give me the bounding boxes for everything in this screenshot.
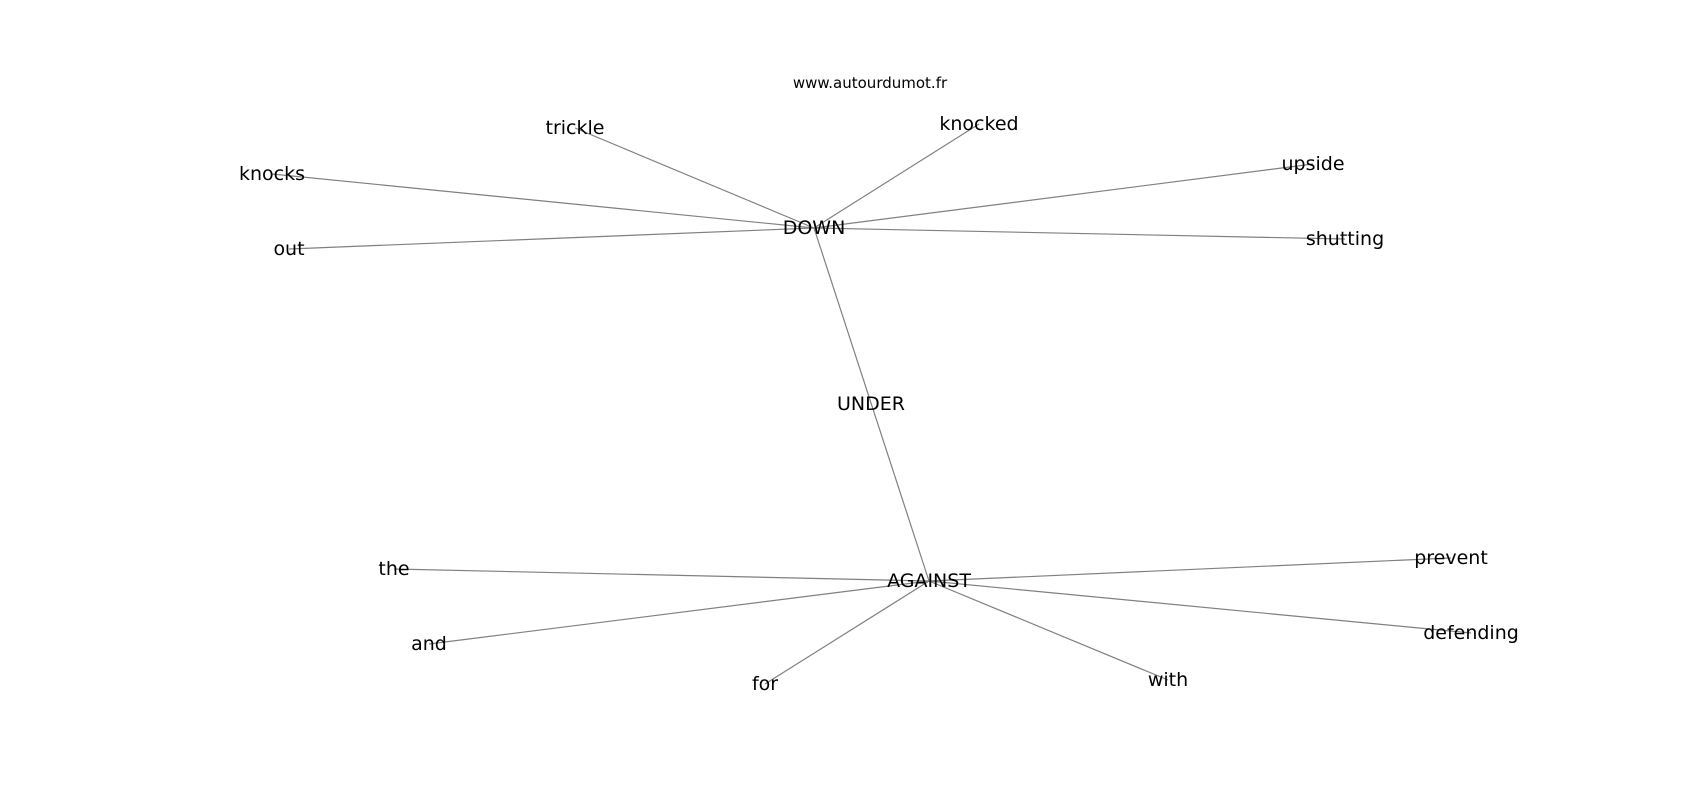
edge-down-knocks — [271, 173, 815, 229]
edge-down-trickle — [574, 127, 815, 229]
edge-against-prevent — [928, 557, 1452, 582]
edge-down-against — [813, 227, 930, 582]
node-prevent[interactable]: prevent — [1414, 547, 1488, 569]
edge-against-for — [764, 580, 930, 685]
node-out[interactable]: out — [273, 238, 304, 260]
node-for[interactable]: for — [752, 673, 778, 695]
node-defending[interactable]: defending — [1423, 622, 1519, 644]
node-trickle[interactable]: trickle — [546, 117, 605, 139]
node-shutting[interactable]: shutting — [1306, 228, 1384, 250]
node-down[interactable]: DOWN — [783, 217, 846, 239]
node-under[interactable]: UNDER — [837, 393, 905, 415]
node-knocked[interactable]: knocked — [939, 113, 1018, 135]
node-the[interactable]: the — [378, 558, 409, 580]
edge-down-knocked — [813, 123, 980, 229]
edge-down-out — [288, 227, 815, 250]
edge-against-and — [428, 580, 930, 645]
nodes-layer: DOWN UNDER AGAINST trickle knocked knocks upsi… — [239, 113, 1519, 695]
edge-down-shutting — [813, 227, 1346, 240]
site-watermark: www.autourdumot.fr — [792, 74, 948, 92]
edges-layer — [271, 123, 1472, 685]
node-against[interactable]: AGAINST — [887, 570, 971, 592]
node-upside[interactable]: upside — [1281, 153, 1344, 175]
edge-against-the — [393, 568, 930, 582]
node-knocks[interactable]: knocks — [239, 163, 305, 185]
node-with[interactable]: with — [1148, 669, 1188, 691]
node-and[interactable]: and — [411, 633, 447, 655]
edge-down-upside — [813, 163, 1314, 229]
edge-against-with — [928, 580, 1169, 681]
edge-against-defending — [928, 580, 1472, 634]
